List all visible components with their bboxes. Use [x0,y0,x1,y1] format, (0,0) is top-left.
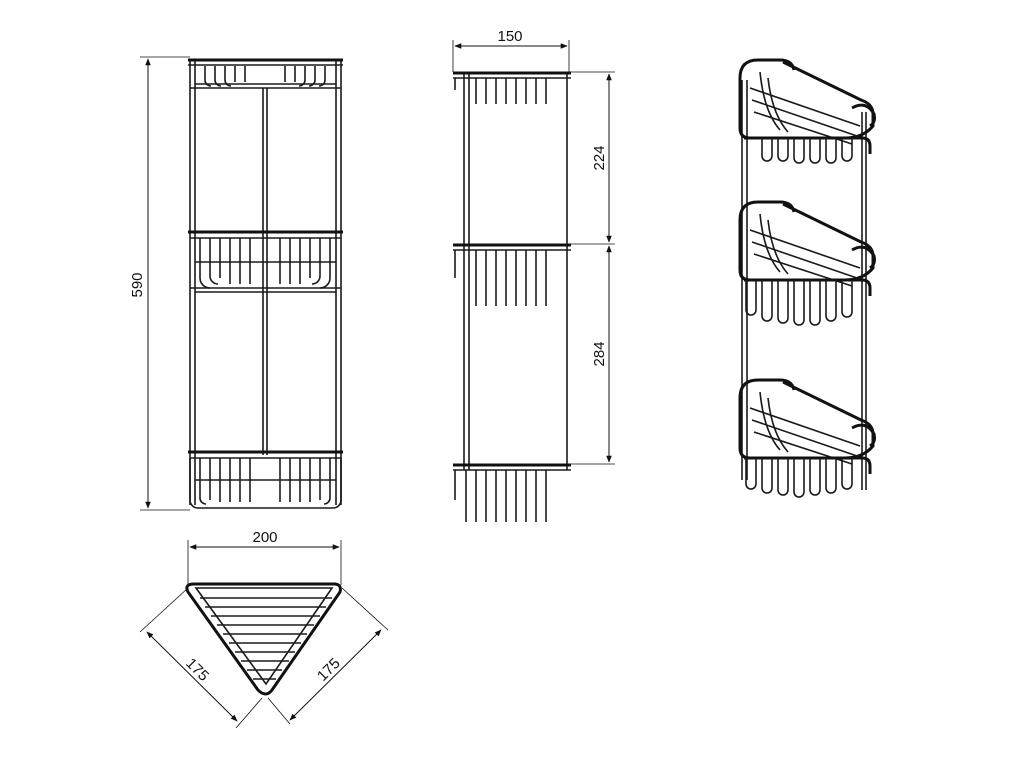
side-middle-shelf [453,243,571,306]
iso-middle-basket [738,200,876,326]
iso-top-basket [738,58,876,164]
side-top-shelf [453,71,571,104]
front-view: 590 [129,56,343,511]
side-bottom-shelf [453,463,571,522]
top-view: 200 175 175 [139,529,389,729]
front-bottom-basket [188,450,343,509]
front-middle-basket [188,230,343,293]
dim-side-left: 175 [182,655,212,685]
dim-total-height: 590 [129,272,146,297]
dim-depth: 150 [497,28,522,45]
dim-shelf-gap-upper: 224 [591,145,608,170]
front-top-basket [188,58,343,89]
iso-bottom-basket [738,378,876,498]
dim-shelf-gap-lower: 284 [591,341,608,366]
isometric-view [738,58,876,498]
dim-side-right: 175 [314,655,344,685]
side-view: 150 [452,28,615,522]
dim-width: 200 [252,529,277,546]
